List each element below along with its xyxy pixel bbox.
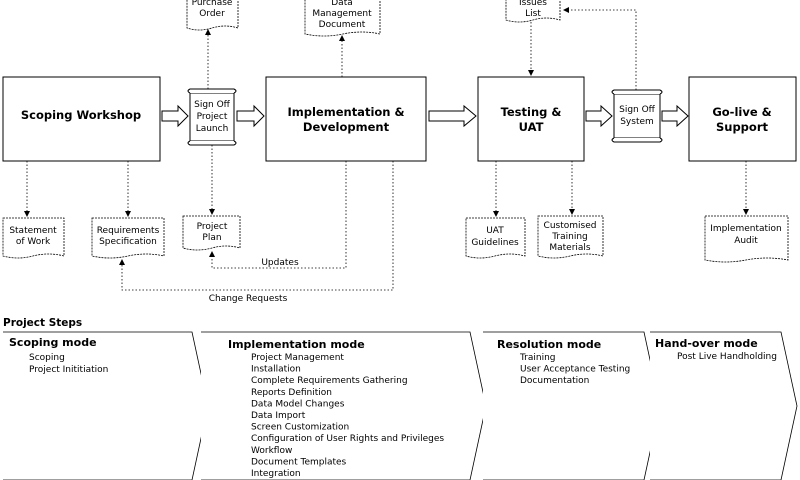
data-management-doc: Data Management Document [304, 0, 381, 37]
training-materials-line3: Materials [549, 243, 591, 253]
project-steps-title: Project Steps [3, 317, 82, 329]
flow-arrow-3 [428, 104, 477, 128]
implementation-label-line1: Implementation & [287, 105, 404, 119]
implementation-audit-line2: Audit [734, 236, 758, 246]
training-materials-doc: Customised Training Materials [537, 215, 604, 259]
implementation-item: Data Import [251, 411, 306, 421]
signoff-system-line2: System [620, 117, 654, 127]
flow-arrow-4 [585, 104, 613, 128]
scoping-item: Project Inititiation [29, 365, 108, 375]
uat-guidelines-line1: UAT [486, 226, 504, 236]
implementation-item: Reports Definition [251, 388, 332, 398]
handover-mode-title: Hand-over mode [655, 337, 758, 350]
signoff-launch-scroll: Sign Off Project Launch [187, 88, 237, 146]
implementation-item: Document Templates [251, 457, 347, 467]
data-management-line2: Management [312, 9, 372, 19]
handover-mode-chevron [650, 331, 798, 480]
statement-of-work-line2: of Work [16, 237, 51, 247]
scoping-item: Scoping [29, 353, 65, 363]
training-materials-line1: Customised [544, 221, 597, 231]
implementation-label-line2: Development [303, 120, 390, 134]
implementation-box [265, 76, 427, 162]
data-management-line1: Data [331, 0, 353, 8]
statement-of-work-line1: Statement [9, 226, 57, 236]
signoff-launch-line2: Project [197, 112, 228, 122]
implementation-audit-doc: Implementation Audit [704, 215, 789, 263]
scoping-workshop-label: Scoping Workshop [21, 108, 141, 122]
testing-label-line2: UAT [519, 120, 544, 134]
purchase-order-line2: Order [199, 9, 225, 19]
implementation-audit-line1: Implementation [710, 224, 781, 234]
resolution-mode-title: Resolution mode [497, 338, 601, 351]
implementation-mode-title: Implementation mode [228, 338, 365, 351]
dotted-connectors [24, 7, 749, 291]
implementation-item: Project Management [251, 353, 344, 363]
resolution-mode-chevron [483, 331, 661, 480]
scoping-workshop-box [2, 76, 161, 162]
purchase-order-doc: Purchase Order [186, 0, 239, 31]
scoping-mode-title: Scoping mode [9, 336, 97, 349]
project-plan-doc: Project Plan [182, 215, 241, 251]
flow-arrow-5 [661, 104, 689, 128]
implementation-item: Complete Requirements Gathering [251, 376, 408, 386]
statement-of-work-doc: Statement of Work [2, 217, 65, 259]
implementation-item: Configuration of User Rights and Privile… [251, 434, 444, 444]
purchase-order-line1: Purchase [192, 0, 233, 8]
signoff-system-scroll: Sign Off System [611, 89, 663, 143]
signoff-launch-line1: Sign Off [194, 100, 231, 110]
testing-box [477, 76, 585, 162]
implementation-item: Installation [251, 365, 301, 375]
resolution-item: User Acceptance Testing [520, 365, 630, 375]
golive-box [688, 76, 797, 162]
project-plan-line2: Plan [202, 233, 221, 243]
change-requests-label: Change Requests [209, 294, 288, 304]
issues-list-doc: Issues List [505, 0, 561, 23]
implementation-item: Screen Customization [251, 423, 349, 433]
testing-label-line1: Testing & [501, 105, 562, 119]
implementation-item: Integration [251, 469, 301, 479]
flow-arrow-1 [161, 104, 189, 128]
updates-label: Updates [261, 258, 299, 268]
data-management-line3: Document [319, 20, 366, 30]
implementation-item: Workflow [251, 446, 292, 456]
project-plan-line1: Project [197, 222, 228, 232]
resolution-item: Documentation [520, 376, 589, 386]
handover-item: Post Live Handholding [677, 352, 777, 362]
requirements-spec-line1: Requirements [97, 226, 160, 236]
requirements-spec-line2: Specification [99, 237, 157, 247]
issues-list-line1: Issues [519, 0, 547, 8]
golive-label-line1: Go-live & [712, 105, 771, 119]
signoff-launch-line3: Launch [196, 124, 229, 134]
training-materials-line2: Training [551, 232, 588, 242]
implementation-item: Data Model Changes [251, 399, 345, 409]
signoff-system-line1: Sign Off [619, 105, 656, 115]
golive-label-line2: Support [716, 120, 769, 134]
flow-arrow-2 [236, 104, 265, 128]
resolution-item: Training [519, 353, 556, 363]
requirements-spec-doc: Requirements Specification [91, 217, 165, 259]
issues-list-line2: List [525, 9, 541, 19]
uat-guidelines-doc: UAT Guidelines [465, 217, 526, 259]
uat-guidelines-line2: Guidelines [471, 238, 519, 248]
